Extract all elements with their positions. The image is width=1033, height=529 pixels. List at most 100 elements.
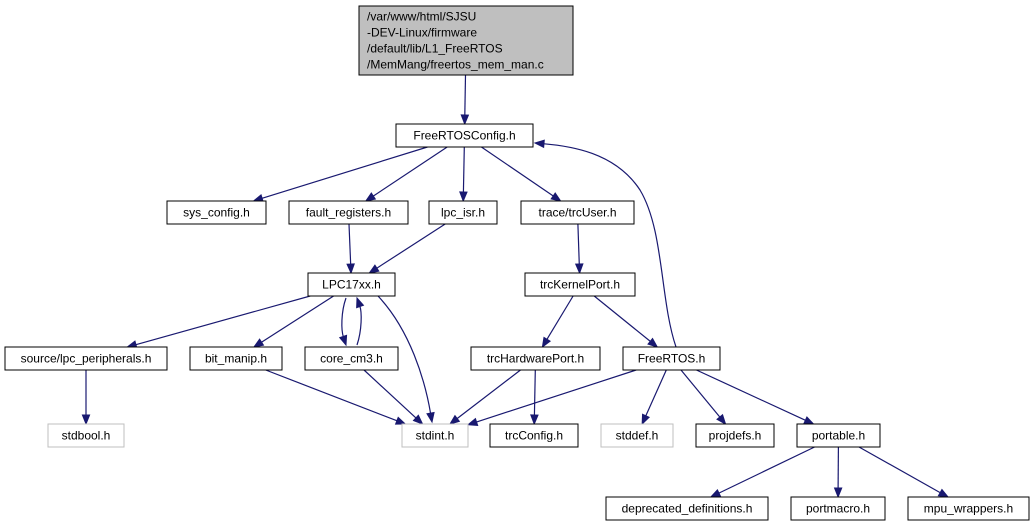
arrow-head-icon — [346, 263, 355, 275]
node-label: stdbool.h — [62, 429, 111, 443]
node-core_cm3[interactable]: core_cm3.h — [304, 346, 399, 371]
edge-line — [542, 143, 677, 348]
arrow-head-icon — [709, 488, 722, 498]
edge-line — [134, 295, 311, 346]
edge-line — [644, 369, 667, 417]
edge-line — [481, 146, 555, 197]
node-label: FreeRTOS.h — [638, 352, 706, 366]
node-bit_manip[interactable]: bit_manip.h — [189, 346, 283, 371]
edge-line — [577, 223, 580, 266]
node-root[interactable]: /var/www/html/SJSU-DEV-Linux/firmware/de… — [358, 5, 574, 76]
arrow-head-icon — [81, 414, 91, 426]
arrow-head-icon — [647, 337, 659, 348]
edge-freertos-to-stdint — [466, 369, 637, 426]
edge-line — [680, 369, 721, 419]
arrow-head-icon — [448, 414, 461, 425]
edge-trchardwareport-to-stdint — [448, 369, 521, 425]
node-sys_config[interactable]: sys_config.h — [166, 200, 267, 225]
node-box — [524, 272, 636, 297]
edge-line — [372, 146, 448, 198]
edge-freertosconfig-to-lpc_isr — [459, 146, 468, 203]
node-label: source/lpc_peripherals.h — [21, 352, 152, 366]
edge-line — [858, 446, 942, 494]
node-portmacro[interactable]: portmacro.h — [790, 496, 886, 521]
edge-line — [260, 295, 334, 344]
node-label: portable.h — [812, 429, 865, 443]
node-label: trcHardwarePort.h — [487, 352, 584, 366]
node-trcuser[interactable]: trace/trcUser.h — [520, 200, 635, 225]
node-trchardwareport[interactable]: trcHardwarePort.h — [470, 346, 601, 371]
node-box — [790, 496, 886, 521]
node-box — [47, 423, 125, 448]
node-trckernelport[interactable]: trcKernelPort.h — [524, 272, 636, 297]
node-box — [520, 200, 635, 225]
edge-lpc17xx-to-bit_manip — [252, 295, 334, 348]
node-box — [605, 496, 769, 521]
node-fault_registers[interactable]: fault_registers.h — [288, 200, 409, 225]
edge-line — [717, 446, 815, 495]
node-deprecated[interactable]: deprecated_definitions.h — [605, 496, 769, 521]
edge-lpc17xx-to-stdint — [377, 295, 435, 424]
arrow-head-icon — [412, 414, 424, 425]
node-label: stddef.h — [616, 429, 659, 443]
node-box — [395, 123, 534, 148]
arrow-head-icon — [356, 296, 365, 309]
arrow-head-icon — [803, 416, 815, 425]
edge-fault_registers-to-lpc17xx — [346, 223, 355, 275]
arrow-head-icon — [550, 192, 562, 202]
edge-lpc17xx-to-lpc_peripherals — [125, 295, 311, 349]
node-box — [189, 346, 283, 371]
node-freertosconfig[interactable]: FreeRTOSConfig.h — [395, 123, 534, 148]
node-projdefs[interactable]: projdefs.h — [695, 423, 775, 448]
node-box — [428, 200, 498, 225]
node-freertos[interactable]: FreeRTOS.h — [622, 346, 721, 371]
edge-bit_manip-to-stdint — [265, 369, 407, 425]
edge-core_cm3-to-lpc17xx — [356, 296, 365, 346]
arrow-head-icon — [833, 487, 843, 499]
node-label: deprecated_definitions.h — [622, 502, 753, 516]
node-box — [470, 346, 601, 371]
arrow-head-icon — [466, 417, 479, 426]
arrow-head-icon — [574, 263, 584, 275]
node-label: stdint.h — [416, 429, 455, 443]
node-lpc17xx[interactable]: LPC17xx.h — [307, 272, 396, 297]
edges-layer — [81, 74, 950, 499]
node-box — [358, 5, 574, 76]
node-box — [489, 423, 579, 448]
node-box — [796, 423, 881, 448]
node-box — [288, 200, 409, 225]
node-label: fault_registers.h — [306, 206, 391, 220]
node-label: lpc_isr.h — [441, 206, 485, 220]
node-stddef: stddef.h — [600, 423, 674, 448]
arrow-head-icon — [460, 114, 470, 126]
arrow-head-icon — [937, 488, 950, 498]
node-box — [600, 423, 674, 448]
node-box — [622, 346, 721, 371]
node-label: trace/trcUser.h — [538, 206, 616, 220]
edge-line — [375, 223, 446, 270]
edge-portable-to-mpu_wrappers — [858, 446, 950, 498]
node-portable[interactable]: portable.h — [796, 423, 881, 448]
edge-lpc_isr-to-lpc17xx — [368, 223, 446, 274]
arrow-head-icon — [252, 338, 265, 348]
node-stdint: stdint.h — [401, 423, 469, 448]
nodes-layer: /var/www/html/SJSU-DEV-Linux/firmware/de… — [4, 5, 1030, 521]
node-box — [166, 200, 267, 225]
node-mpu_wrappers[interactable]: mpu_wrappers.h — [907, 496, 1030, 521]
node-label: core_cm3.h — [320, 352, 383, 366]
edge-freertosconfig-to-fault_registers — [364, 146, 448, 202]
node-box — [4, 346, 168, 371]
arrow-head-icon — [541, 336, 552, 349]
node-label: /MemMang/freertos_mem_man.c — [367, 58, 544, 72]
edge-freertos-to-freertosconfig — [533, 139, 677, 348]
edge-portable-to-portmacro — [833, 446, 843, 499]
edge-trckernelport-to-freertos — [593, 295, 659, 348]
edge-trckernelport-to-trchardwareport — [541, 295, 574, 349]
edge-line — [533, 369, 536, 417]
node-lpc_peripherals[interactable]: source/lpc_peripherals.h — [4, 346, 168, 371]
node-label: /default/lib/L1_FreeRTOS — [367, 42, 503, 56]
node-lpc_isr[interactable]: lpc_isr.h — [428, 200, 498, 225]
edge-lpc17xx-to-core_cm3 — [338, 297, 348, 347]
node-trcconfig[interactable]: trcConfig.h — [489, 423, 579, 448]
